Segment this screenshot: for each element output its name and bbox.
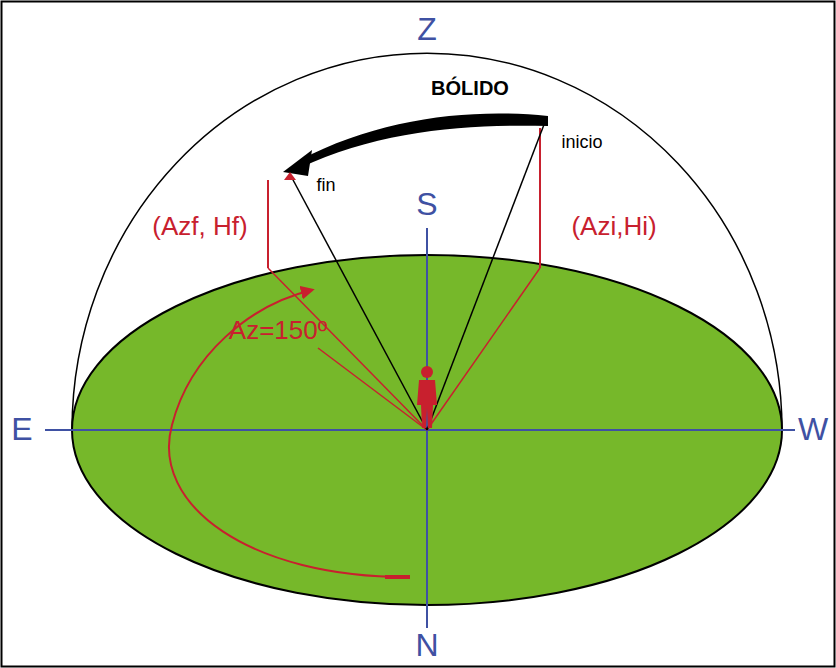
sight-line-start	[427, 122, 545, 430]
azimuth-label: Az=150º	[229, 316, 327, 345]
azimuth-arc	[169, 290, 410, 577]
start-label: inicio	[561, 133, 602, 153]
zenith-label: Z	[417, 12, 437, 47]
fireball-trail	[300, 113, 548, 168]
altitude-line-start	[539, 128, 541, 268]
east-label: E	[11, 412, 32, 447]
end-label: fin	[316, 176, 335, 196]
fireball-label: BÓLIDO	[431, 77, 509, 99]
west-label: W	[798, 412, 828, 447]
south-label: S	[416, 187, 437, 222]
north-label: N	[415, 629, 438, 664]
azimuth-line-end	[268, 268, 427, 430]
sight-line-end	[292, 178, 427, 430]
observer-figure	[417, 366, 437, 428]
altitude-line-end	[267, 180, 269, 268]
end-marker	[284, 172, 296, 180]
east-west-axis	[45, 429, 795, 431]
start-coordinates: (Azi,Hi)	[571, 212, 656, 241]
fireball-arrowhead	[283, 150, 312, 176]
end-coordinates: (Azf, Hf)	[152, 212, 247, 241]
azimuth-reference-line	[318, 348, 427, 430]
azimuth-line-start	[427, 268, 540, 430]
